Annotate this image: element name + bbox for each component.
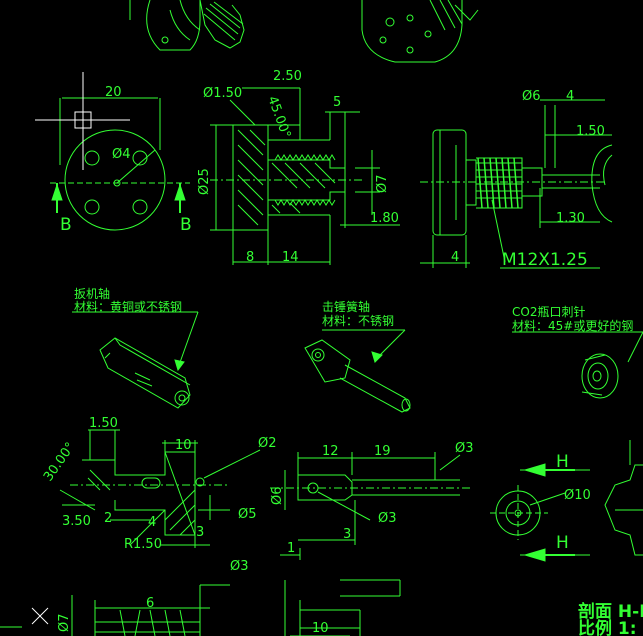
dim-d4: Ø4 [112, 147, 131, 162]
lever-shaft-title: 扳机轴 [74, 286, 110, 301]
dim-4-bottom: 4 [451, 250, 459, 265]
co2-needle-sketch [512, 331, 643, 399]
section-h-view [490, 469, 590, 556]
dim-d7: Ø7 [375, 174, 390, 193]
bottom-mid-part-view [270, 474, 470, 501]
dim-d3-mid: Ø3 [378, 511, 397, 526]
right-edge-partial-view [604, 440, 643, 556]
close-icon[interactable] [31, 607, 49, 625]
bottom-left-dims [59, 429, 261, 548]
top-part-sketch-left [129, 0, 245, 51]
top-part-sketch-right [361, 0, 479, 63]
dim-d10: Ø10 [564, 488, 591, 503]
thread-part-dims [420, 99, 612, 269]
dim-350: 3.50 [62, 514, 91, 529]
co2-needle-title: CO2瓶口刺针 [512, 304, 585, 319]
bottom-mid-dims [280, 452, 461, 560]
dim-14: 14 [282, 250, 299, 265]
lever-shaft-sketch [72, 311, 199, 409]
dim-d5: Ø5 [238, 507, 257, 522]
dim-d6: Ø6 [522, 89, 541, 104]
dim-angle-30: 30.00° [41, 440, 78, 484]
dim-d3-bottom: Ø3 [230, 559, 249, 574]
scale-label: 比例 1: [578, 618, 637, 636]
dim-d2: Ø2 [258, 436, 277, 451]
dim-8: 8 [246, 250, 254, 265]
dim-2-bl: 2 [104, 511, 112, 526]
thread-spec: M12X1.25 [502, 250, 588, 270]
dim-6-bottom: 6 [146, 596, 154, 611]
crosshair-cursor[interactable] [35, 72, 130, 170]
dim-5: 5 [333, 95, 341, 110]
cross-section-body [210, 124, 365, 231]
dim-150-bl: 1.50 [89, 416, 118, 431]
lever-shaft-material: 材料：黄铜或不锈钢 [74, 299, 182, 314]
dim-180: 1.80 [370, 211, 399, 226]
bottom-strip-part [71, 579, 401, 636]
dim-3-mid: 3 [343, 527, 351, 542]
dim-10-bottom: 10 [312, 621, 329, 636]
section-arrow-b-right [174, 183, 186, 213]
front-view-disc [50, 97, 190, 231]
thread-part-view [420, 129, 613, 236]
co2-needle-material: 材料：45#或更好的钢 [512, 318, 633, 333]
section-title-h: 剖面 H-H [578, 601, 643, 622]
dim-130: 1.30 [556, 211, 585, 226]
dim-3-bl: 3 [196, 525, 204, 540]
hammer-shaft-title: 击锤簧轴 [322, 299, 370, 314]
hammer-spring-shaft-sketch [304, 329, 411, 413]
dim-10-bl: 10 [175, 438, 192, 453]
section-arrow-b-left [51, 183, 63, 213]
dim-d7-bottom: Ø7 [57, 613, 72, 632]
section-label-h-bottom: H [556, 533, 569, 553]
dim-12: 12 [322, 444, 339, 459]
section-arrow-h-bottom [523, 548, 575, 562]
dim-1-mid: 1 [287, 541, 295, 556]
section-label-h-top: H [556, 452, 569, 472]
section-label-b-right: B [180, 215, 192, 235]
hammer-shaft-material: 材料：不锈钢 [322, 314, 394, 328]
dim-d6-mid: Ø6 [270, 486, 285, 505]
dim-20: 20 [105, 85, 122, 100]
dim-4-top: 4 [566, 89, 574, 104]
dim-angle-45: 45.00° [264, 94, 293, 140]
dim-d3-top: Ø3 [455, 441, 474, 456]
dim-d150: Ø1.50 [203, 86, 242, 101]
dim-r150: R1.50 [124, 537, 162, 552]
dim-250: 2.50 [273, 69, 302, 84]
dim-4-bl: 4 [148, 515, 156, 530]
section-label-b-left: B [60, 215, 72, 235]
dim-150-right: 1.50 [576, 124, 605, 139]
cross-section-dims [210, 87, 400, 265]
section-arrow-h-top [523, 463, 575, 477]
dim-19: 19 [374, 444, 391, 459]
dim-d25: Ø25 [197, 168, 212, 195]
